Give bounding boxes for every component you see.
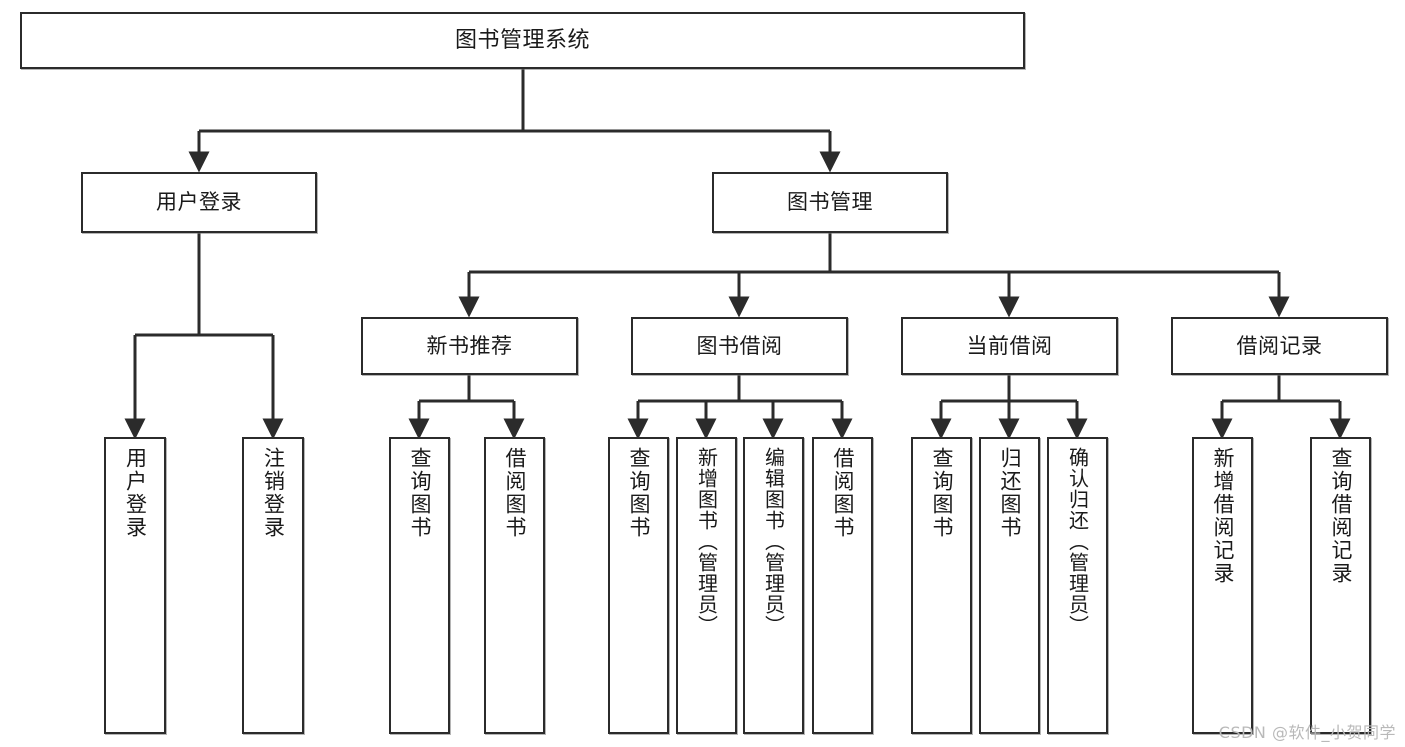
- node-label: 归还图书: [998, 447, 1023, 539]
- leaf-borrow-record-query[interactable]: 查询借阅记录: [1310, 437, 1371, 734]
- node-label: 注销登录: [261, 447, 286, 539]
- node-borrow-record[interactable]: 借阅记录: [1171, 317, 1388, 375]
- node-label: 查询借阅记录: [1329, 447, 1354, 585]
- node-new-book-recommend[interactable]: 新书推荐: [361, 317, 578, 375]
- leaf-user-login-logout[interactable]: 注销登录: [242, 437, 304, 734]
- csdn-watermark: CSDN @软件_小贺同学: [1218, 723, 1396, 742]
- node-label: 用户登录: [123, 447, 148, 539]
- node-label: 当前借阅: [966, 333, 1053, 358]
- leaf-current-borrow-confirm-return-admin[interactable]: 确认归还（管理员）: [1047, 437, 1108, 734]
- leaf-current-borrow-query[interactable]: 查询图书: [911, 437, 972, 734]
- node-label: 新增图书（管理员）: [694, 447, 719, 636]
- node-label: 借阅记录: [1236, 333, 1323, 358]
- node-user-login[interactable]: 用户登录: [81, 172, 317, 233]
- leaf-new-book-query[interactable]: 查询图书: [389, 437, 450, 734]
- node-label: 查询图书: [930, 447, 955, 539]
- node-label: 新增借阅记录: [1211, 447, 1236, 585]
- node-label: 图书管理: [787, 190, 873, 215]
- node-label: 用户登录: [156, 190, 242, 215]
- node-label: 查询图书: [408, 447, 433, 539]
- node-label: 借阅图书: [831, 447, 856, 539]
- node-label: 编辑图书（管理员）: [761, 447, 786, 636]
- leaf-borrow-record-add[interactable]: 新增借阅记录: [1192, 437, 1253, 734]
- leaf-user-login-login[interactable]: 用户登录: [104, 437, 166, 734]
- leaf-book-borrow-query[interactable]: 查询图书: [608, 437, 669, 734]
- leaf-book-borrow-add-admin[interactable]: 新增图书（管理员）: [676, 437, 737, 734]
- node-label: 新书推荐: [426, 333, 513, 358]
- node-label: 图书借阅: [696, 333, 783, 358]
- node-book-borrow[interactable]: 图书借阅: [631, 317, 848, 375]
- leaf-current-borrow-return[interactable]: 归还图书: [979, 437, 1040, 734]
- node-current-borrow[interactable]: 当前借阅: [901, 317, 1118, 375]
- node-book-management[interactable]: 图书管理: [712, 172, 948, 233]
- node-root-book-management-system[interactable]: 图书管理系统: [20, 12, 1025, 69]
- leaf-new-book-borrow[interactable]: 借阅图书: [484, 437, 545, 734]
- node-label: 借阅图书: [503, 447, 528, 539]
- leaf-book-borrow-borrow[interactable]: 借阅图书: [812, 437, 873, 734]
- leaf-book-borrow-edit-admin[interactable]: 编辑图书（管理员）: [743, 437, 804, 734]
- node-label: 图书管理系统: [454, 27, 590, 53]
- node-label: 查询图书: [627, 447, 652, 539]
- node-label: 确认归还（管理员）: [1065, 447, 1090, 636]
